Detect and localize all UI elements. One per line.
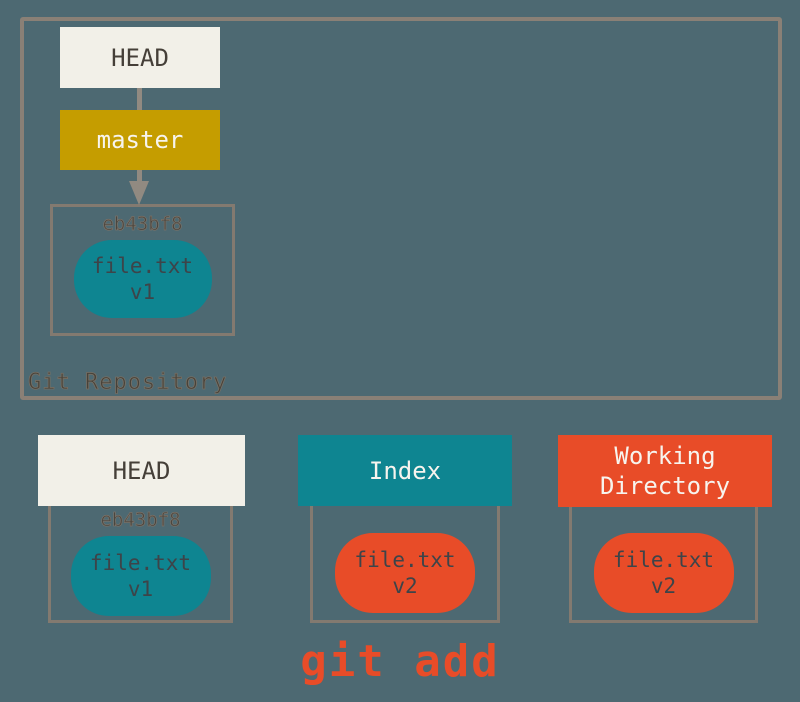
git-add-command-label: git add xyxy=(300,636,500,687)
file-name: file.txt xyxy=(354,548,456,572)
head-node: HEAD xyxy=(60,27,220,88)
head-area-file-blob: file.txt v1 xyxy=(70,536,211,616)
working-directory-file-blob: file.txt v2 xyxy=(593,533,734,613)
master-branch-label: master xyxy=(96,126,184,154)
file-version: v2 xyxy=(392,574,418,598)
working-directory-box: file.txt v2 xyxy=(569,500,758,623)
head-area-hash-label: eb43bf8 xyxy=(100,509,181,532)
arrow-down-icon xyxy=(129,181,149,205)
working-directory-title: Working Directory xyxy=(599,442,731,500)
git-repository-box xyxy=(20,17,782,400)
file-version: v1 xyxy=(127,577,154,601)
commit-hash-label: eb43bf8 xyxy=(102,213,183,236)
index-area-box: file.txt v2 xyxy=(310,500,500,623)
index-area-header: Index xyxy=(298,435,512,506)
working-directory-header: Working Directory xyxy=(558,435,772,507)
head-to-master-connector xyxy=(137,88,142,110)
file-version: v1 xyxy=(129,280,156,304)
file-name: file.txt xyxy=(89,551,192,575)
git-repository-label: Git Repository xyxy=(28,370,228,396)
head-node-label: HEAD xyxy=(111,43,169,72)
master-to-commit-connector xyxy=(137,170,142,184)
head-area-header: HEAD xyxy=(38,435,245,506)
file-name: file.txt xyxy=(91,254,194,278)
index-area-title: Index xyxy=(368,456,442,485)
head-area-box: eb43bf8 file.txt v1 xyxy=(48,500,233,623)
commit-box: eb43bf8 file.txt v1 xyxy=(50,204,235,336)
head-area-title: HEAD xyxy=(112,456,171,485)
file-version: v2 xyxy=(650,574,677,598)
file-blob-v1: file.txt v1 xyxy=(73,240,212,318)
index-file-blob: file.txt v2 xyxy=(335,533,475,613)
file-name: file.txt xyxy=(612,548,715,572)
master-branch-node: master xyxy=(60,110,220,170)
